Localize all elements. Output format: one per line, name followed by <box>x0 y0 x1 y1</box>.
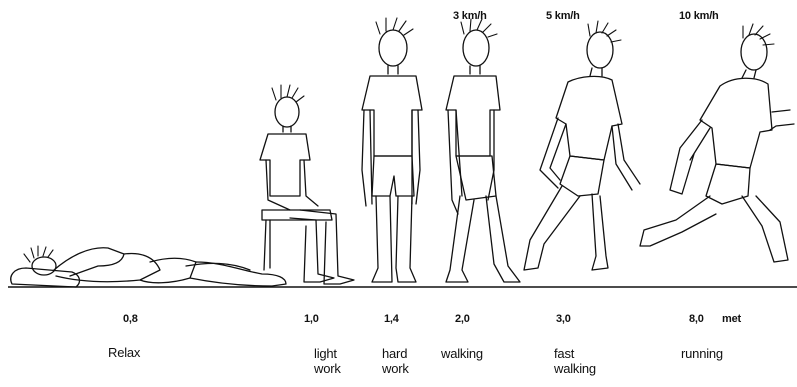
standing-figure <box>362 18 422 282</box>
met-value-light-work: 1,0 <box>304 312 319 326</box>
lying-figure <box>11 246 286 287</box>
met-unit-label: met <box>722 312 741 326</box>
met-value-walking: 2,0 <box>455 312 470 326</box>
activity-label-light-work: light work <box>314 346 341 376</box>
activity-label-hard-work: hard work <box>382 346 409 376</box>
speed-label-fast-walking: 5 km/h <box>546 9 580 23</box>
activity-label-running: running <box>681 346 723 361</box>
activity-label-relax: Relax <box>108 345 140 360</box>
running-figure <box>640 24 794 262</box>
sitting-figure <box>260 85 354 284</box>
speed-label-walking: 3 km/h <box>453 9 487 23</box>
met-value-hard-work: 1,4 <box>384 312 399 326</box>
activity-label-fast-walking: fast walking <box>554 346 596 376</box>
met-value-fast-walking: 3,0 <box>556 312 571 326</box>
walking-figure <box>446 19 520 282</box>
speed-label-running: 10 km/h <box>679 9 719 23</box>
activity-label-walking: walking <box>441 346 483 361</box>
fast-walking-figure <box>524 21 640 270</box>
met-value-relax: 0,8 <box>123 312 138 326</box>
met-value-running: 8,0 <box>689 312 704 326</box>
